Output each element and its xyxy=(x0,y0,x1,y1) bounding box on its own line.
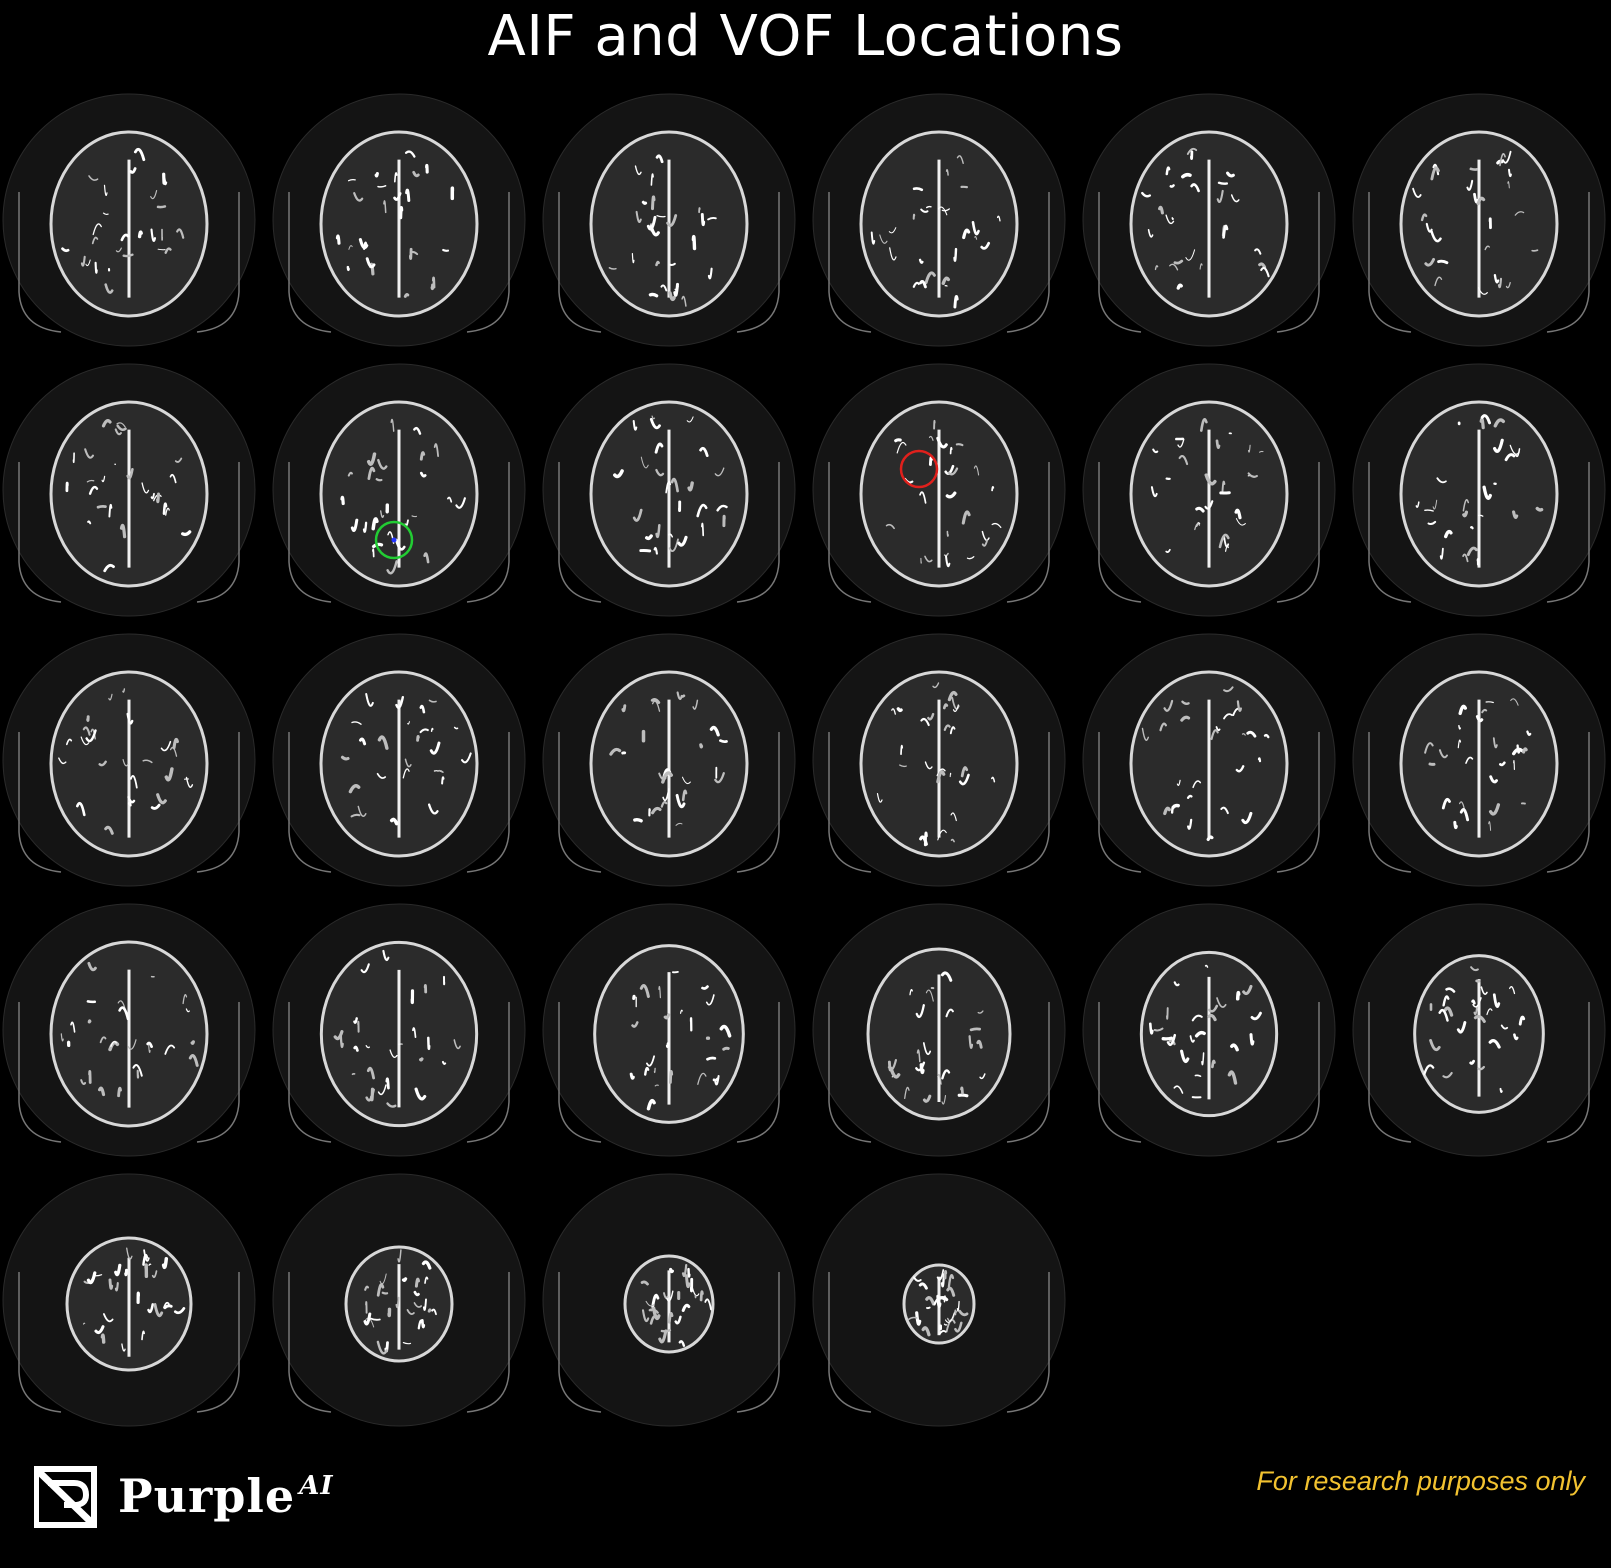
aif-marker xyxy=(899,449,939,489)
vof-dot xyxy=(391,537,397,543)
research-disclaimer: For research purposes only xyxy=(1256,1466,1585,1496)
ct-slice xyxy=(271,92,527,348)
ct-slice-image xyxy=(812,1173,1066,1427)
slice-grid xyxy=(0,92,1611,1432)
ct-slice-image xyxy=(2,633,256,887)
ct-slice-image xyxy=(542,903,796,1157)
ct-slice xyxy=(271,632,527,888)
ct-slice-image xyxy=(1082,363,1336,617)
ct-slice xyxy=(811,92,1067,348)
ct-slice-image xyxy=(812,93,1066,347)
ct-slice-image xyxy=(272,1173,526,1427)
ct-slice-image xyxy=(2,903,256,1157)
logo-ai-text: AI xyxy=(299,1471,334,1501)
ct-slice xyxy=(811,362,1067,618)
logo-text: Purple xyxy=(118,1469,296,1523)
ct-slice xyxy=(541,92,797,348)
ct-slice-image xyxy=(272,903,526,1157)
vof-marker xyxy=(374,520,414,560)
ct-slice xyxy=(541,1172,797,1428)
ct-slice xyxy=(271,362,527,618)
ct-slice-image xyxy=(812,363,1066,617)
ct-slice-image xyxy=(1352,903,1606,1157)
ct-slice xyxy=(1351,362,1607,618)
ct-slice-image xyxy=(2,363,256,617)
ct-slice-image xyxy=(272,633,526,887)
ct-slice-image xyxy=(1082,633,1336,887)
page-title: AIF and VOF Locations xyxy=(487,4,1124,69)
ct-slice-image xyxy=(542,1173,796,1427)
ct-slice-image xyxy=(542,93,796,347)
ct-slice-image xyxy=(1352,633,1606,887)
ct-slice-image xyxy=(1082,903,1336,1157)
ct-slice xyxy=(541,902,797,1158)
ct-slice xyxy=(541,632,797,888)
ct-slice xyxy=(1,902,257,1158)
ct-slice xyxy=(811,632,1067,888)
ct-slice-image xyxy=(1082,93,1336,347)
ct-slice xyxy=(271,902,527,1158)
ct-slice-image xyxy=(1352,363,1606,617)
ct-slice-image xyxy=(1352,93,1606,347)
ct-slice xyxy=(1081,632,1337,888)
ct-slice-image xyxy=(812,903,1066,1157)
ct-slice xyxy=(1,362,257,618)
ct-slice xyxy=(1351,92,1607,348)
ct-slice xyxy=(1,92,257,348)
logo-mark-icon xyxy=(34,1466,97,1528)
ct-slice xyxy=(541,362,797,618)
ct-slice-image xyxy=(812,633,1066,887)
ct-slice-image xyxy=(542,363,796,617)
ct-slice-image xyxy=(272,93,526,347)
ct-slice xyxy=(1081,902,1337,1158)
ct-slice-image xyxy=(272,363,526,617)
ct-slice xyxy=(811,902,1067,1158)
ct-slice xyxy=(1081,362,1337,618)
ct-slice-image xyxy=(542,633,796,887)
ct-slice xyxy=(1351,902,1607,1158)
ct-slice xyxy=(1,632,257,888)
ct-slice xyxy=(1081,92,1337,348)
ct-slice xyxy=(1,1172,257,1428)
ct-slice-image xyxy=(2,93,256,347)
ct-slice xyxy=(811,1172,1067,1428)
ct-slice-image xyxy=(2,1173,256,1427)
ct-slice xyxy=(1351,632,1607,888)
ct-slice xyxy=(271,1172,527,1428)
